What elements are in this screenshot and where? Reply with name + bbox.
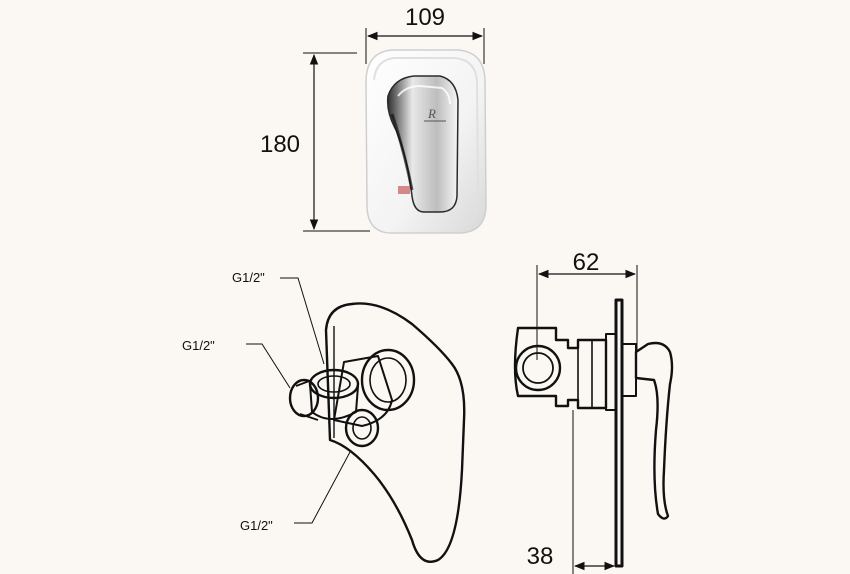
side-wall-plate — [614, 298, 624, 568]
thread-label-bottom: G1/2" — [240, 518, 273, 533]
iso-cover-plate — [324, 302, 466, 563]
side-view — [513, 298, 674, 568]
thread-leaders — [246, 277, 351, 524]
thread-label-left: G1/2" — [182, 338, 215, 353]
iso-port-bottom — [344, 408, 380, 448]
side-lever — [634, 341, 674, 520]
height-dimension: 180 — [260, 52, 370, 232]
width-dimension: 109 — [365, 4, 485, 64]
brand-logo: R — [424, 106, 446, 122]
side-valve-body — [513, 326, 608, 410]
isometric-view — [288, 302, 466, 563]
thread-label-top: G1/2" — [232, 270, 265, 285]
iso-valve-body — [333, 348, 416, 427]
depth-total-value: 62 — [573, 249, 600, 276]
svg-text:R: R — [427, 106, 436, 121]
iso-port-left — [288, 378, 320, 421]
product-photo: R — [365, 49, 487, 234]
width-value: 109 — [405, 4, 445, 31]
wall-depth-dimension: 38 — [527, 410, 616, 574]
side-trim-collar — [605, 333, 637, 411]
depth-dimension: 62 — [536, 249, 638, 360]
height-value: 180 — [260, 131, 300, 158]
depth-wall-value: 38 — [527, 543, 554, 570]
